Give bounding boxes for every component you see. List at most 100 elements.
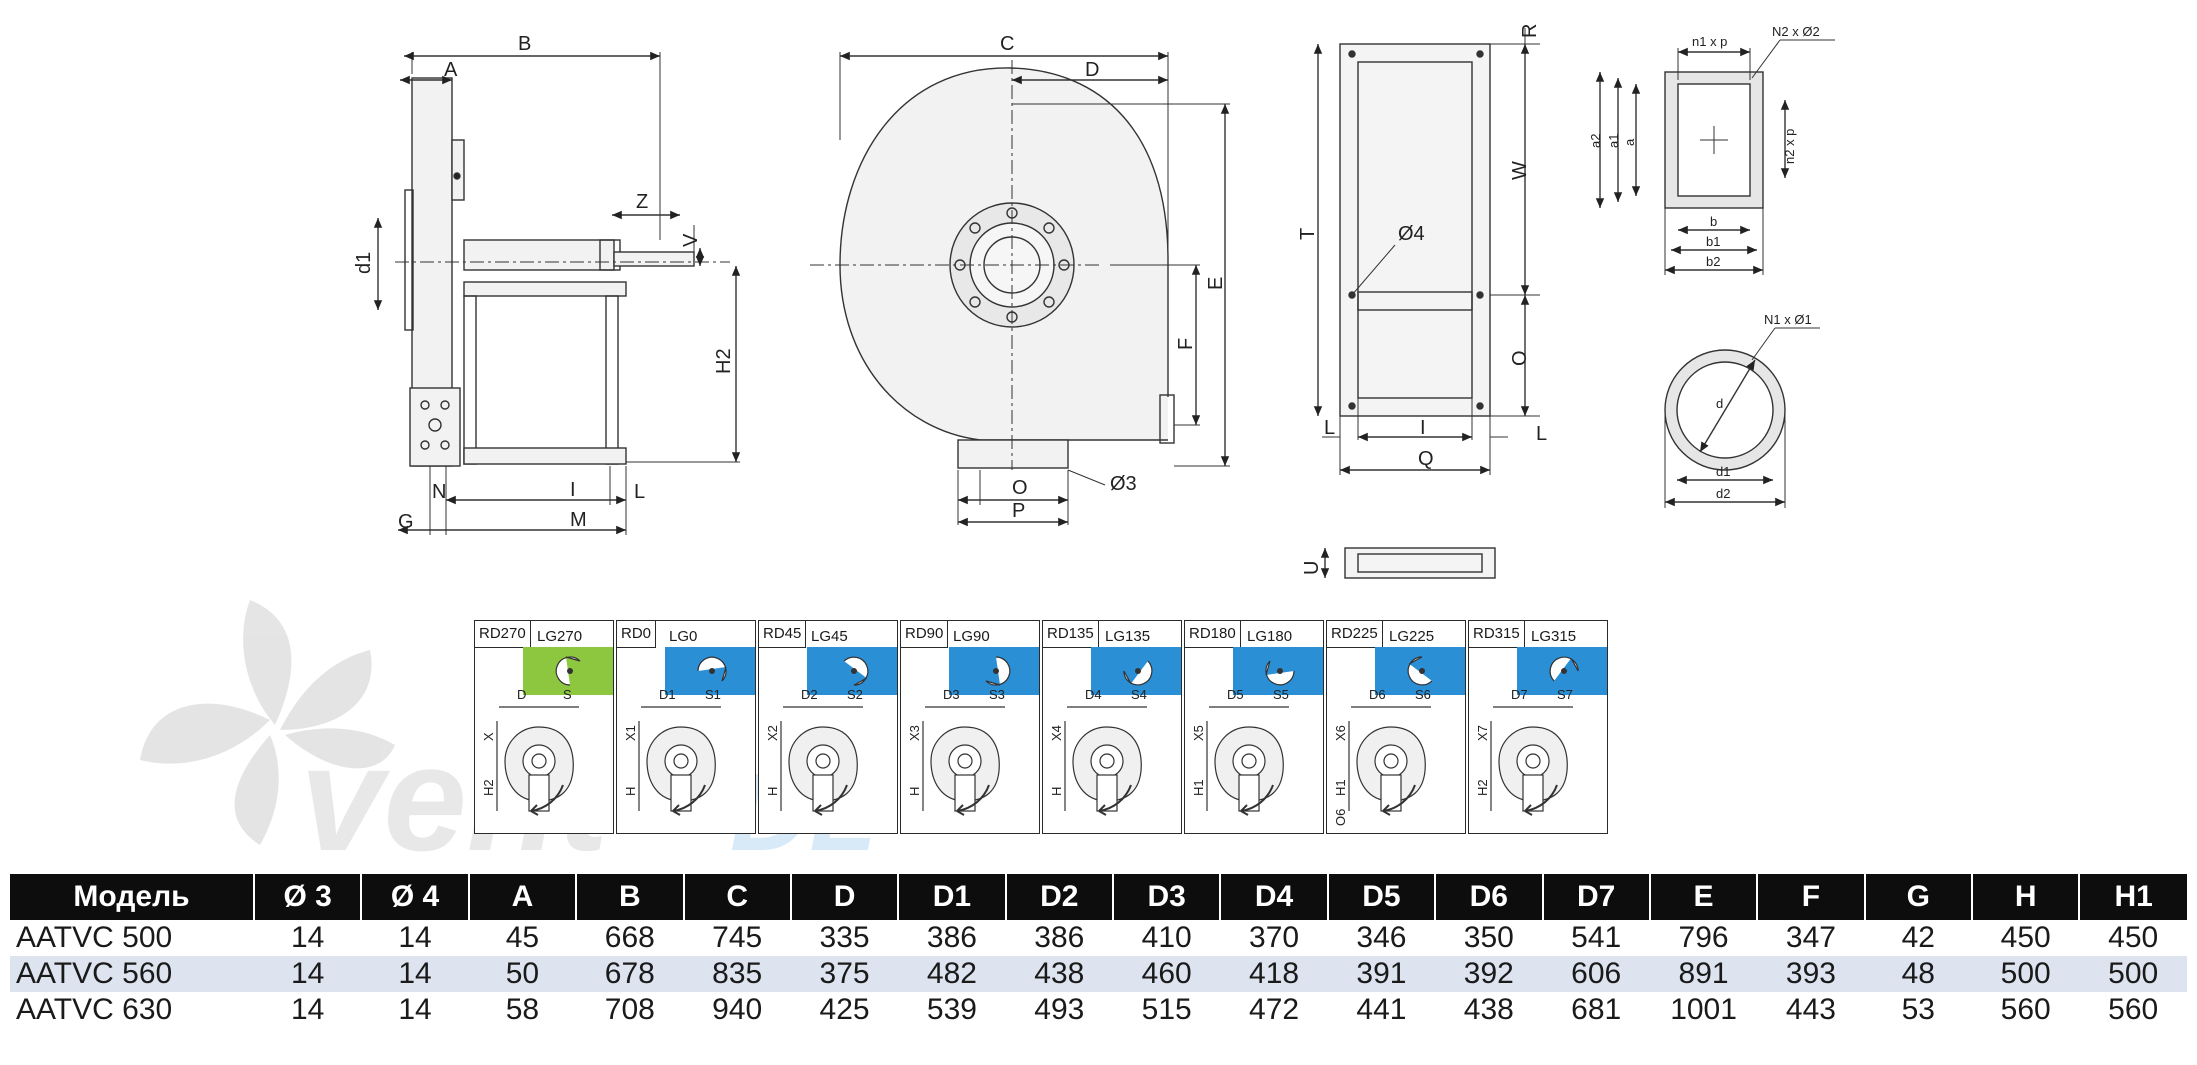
table-cell: 745 — [712, 921, 763, 954]
table-cell: 438 — [1005, 956, 1113, 992]
table-cell: 42 — [1901, 921, 1935, 954]
orientation-rd-label: RD180 — [1185, 621, 1241, 648]
dim-label-d: D — [1085, 59, 1099, 81]
table-cell: 392 — [1435, 956, 1543, 992]
panel-dim-label: D4 — [1085, 687, 1102, 702]
orientation-rd-label: RD315 — [1469, 621, 1525, 648]
table-header-cell: H — [1972, 874, 2081, 920]
table-cell: 14 — [398, 993, 432, 1026]
dim-label-p: P — [1012, 500, 1025, 522]
table-header-cell: H1 — [2079, 874, 2187, 920]
table-cell: 350 — [1463, 921, 1514, 954]
panel-dim-label: D7 — [1511, 687, 1528, 702]
dim-label-n2p: n2 x p — [1782, 129, 1797, 164]
table-header-cell: Ø 3 — [254, 874, 363, 920]
table-cell: 50 — [468, 956, 577, 992]
table-cell: 438 — [1463, 993, 1514, 1026]
dim-label-a1: a1 — [1606, 134, 1621, 148]
dim-label-d-round: d — [1716, 396, 1723, 411]
table-header-cell: D1 — [898, 874, 1007, 920]
dim-label-v: V — [680, 233, 702, 247]
rectangular-flange-drawing — [1595, 39, 1835, 275]
orientation-rd-label: RD225 — [1327, 621, 1383, 648]
table-cell: 668 — [604, 921, 655, 954]
table-header-cell: B — [576, 874, 685, 920]
table-cell: 940 — [712, 993, 763, 1026]
dim-label-n1p: n1 x p — [1692, 34, 1727, 49]
table-header-cell: D5 — [1327, 874, 1437, 920]
dim-label-u: U — [1301, 561, 1323, 575]
table-cell: 391 — [1327, 956, 1436, 992]
orientation-lg-label: LG45 — [811, 628, 848, 645]
table-cell: 539 — [926, 993, 977, 1026]
table-header-cell: G — [1864, 874, 1974, 920]
table-cell: 335 — [819, 921, 870, 954]
panel-dim-label: D — [517, 687, 526, 702]
table-cell: 375 — [790, 956, 899, 992]
table-cell: 500 — [1972, 956, 2080, 992]
table-cell: 346 — [1356, 921, 1407, 954]
dim-label-e: E — [1205, 277, 1227, 290]
dim-label-d1-round: d1 — [1716, 464, 1730, 479]
panel-dim-label: H2 — [1475, 779, 1490, 796]
table-cell: 796 — [1678, 921, 1729, 954]
dim-label-z: Z — [636, 191, 648, 213]
table-cell: 515 — [1141, 993, 1192, 1026]
panel-dim-label: X1 — [623, 725, 638, 741]
table-cell: 560 — [2108, 993, 2159, 1026]
table-cell: 678 — [576, 956, 684, 992]
table-cell: 460 — [1113, 956, 1221, 992]
panel-dim-label: X6 — [1333, 725, 1348, 741]
orientation-lg-label: LG135 — [1105, 628, 1151, 645]
dim-label-b1: b1 — [1706, 234, 1720, 249]
panel-dim-label: D3 — [943, 687, 960, 702]
dim-label-d2-round: d2 — [1716, 486, 1730, 501]
table-cell: 606 — [1542, 956, 1650, 992]
table-cell: 443 — [1785, 993, 1836, 1026]
table-cell: 472 — [1249, 993, 1300, 1026]
dim-label-i: I — [570, 479, 576, 501]
panel-dim-label: S6 — [1415, 687, 1431, 702]
panel-dim-label: S4 — [1131, 687, 1147, 702]
orientation-rd-label: RD270 — [475, 621, 531, 648]
table-cell: 14 — [291, 993, 325, 1026]
dim-label-g: G — [398, 511, 414, 533]
dim-label-phi3: Ø3 — [1110, 473, 1137, 495]
orientation-lg-label: LG270 — [537, 628, 583, 645]
orientation-lg-label: LG225 — [1389, 628, 1435, 645]
table-cell: 14 — [361, 956, 469, 992]
orientation-lg-label: LG180 — [1247, 628, 1293, 645]
dim-label-a: a — [1622, 138, 1637, 146]
model-name-cell: AATVC 560 — [10, 956, 254, 992]
panel-dim-label: X2 — [765, 725, 780, 741]
table-header-cell: E — [1649, 874, 1759, 920]
table-cell: 58 — [505, 993, 540, 1026]
front-view-drawing — [810, 51, 1230, 527]
panel-dim-label: D5 — [1227, 687, 1244, 702]
table-header-cell: Ø 4 — [361, 874, 470, 920]
panel-dim-label: H — [907, 787, 922, 796]
model-name-cell: AATVC 630 — [16, 993, 173, 1026]
table-header-cell: D2 — [1005, 874, 1115, 920]
dim-label-f: F — [1175, 338, 1197, 350]
round-flange-drawing — [1664, 327, 1820, 508]
table-cell: 53 — [1901, 993, 1935, 1026]
table-header-cell: D4 — [1220, 874, 1329, 920]
side-view-drawing — [373, 51, 741, 535]
dim-label-h2: H2 — [713, 348, 735, 374]
dim-label-q: Q — [1418, 448, 1434, 470]
dim-label-l-left: L — [1324, 417, 1335, 439]
